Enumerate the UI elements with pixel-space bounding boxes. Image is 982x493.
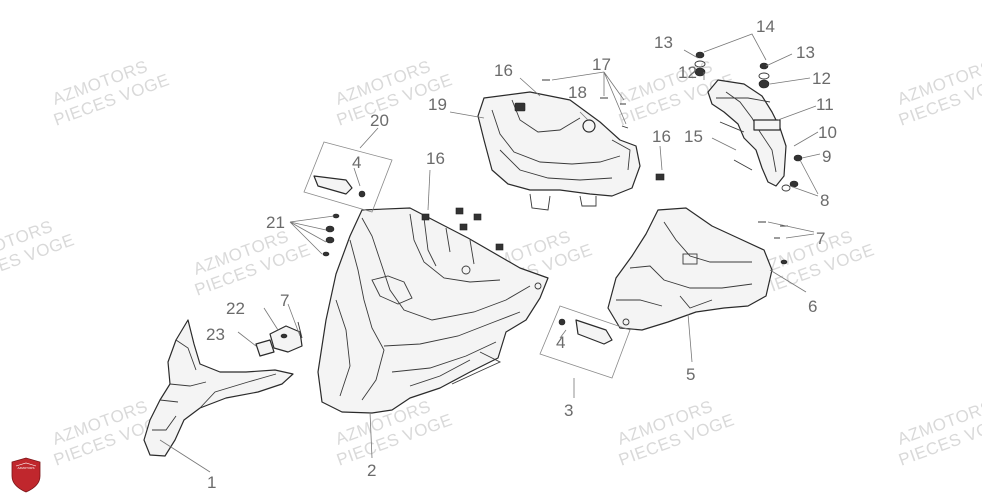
callout-8: 8 [820,191,829,210]
callout-21: 21 [266,213,285,232]
callout-16-left: 16 [426,149,445,168]
callout-5: 5 [686,365,695,384]
part-19-headlight [477,91,641,211]
callout-23: 23 [206,325,225,344]
callout-numbers: 1 2 3 4 4 5 6 7 7 8 9 10 11 12 12 13 13 … [206,17,837,492]
part-11-bracket [707,79,787,187]
callout-10: 10 [818,123,837,142]
callout-1: 1 [207,473,216,492]
callout-22: 22 [226,299,245,318]
callout-12-left: 12 [678,63,697,82]
logo-text: AZMOTORS [18,466,35,470]
callout-4-right: 4 [556,333,565,352]
logo-shield [11,457,41,493]
group-boxes [303,141,631,379]
callout-13-left: 13 [654,33,673,52]
callout-4-left: 4 [352,153,361,172]
callout-16-top: 16 [494,61,513,80]
callout-13-right: 13 [796,43,815,62]
callout-14: 14 [756,17,775,36]
callout-7-right: 7 [816,229,825,248]
callout-12-right: 12 [812,69,831,88]
leader-lines [159,33,821,473]
callout-17: 17 [592,55,611,74]
callout-20: 20 [370,111,389,130]
part-1-side-fairing [143,319,294,457]
callout-19: 19 [428,95,447,114]
hardware [255,51,803,357]
part-2-front-cowl [317,207,549,414]
azmotors-logo: AZMOTORS [11,457,41,493]
callout-6: 6 [808,297,817,316]
part-5-inner-panel [607,207,773,331]
callout-16-mid: 16 [652,127,671,146]
callout-15: 15 [684,127,703,146]
callout-9: 9 [822,147,831,166]
callout-3: 3 [564,401,573,420]
callout-18: 18 [568,83,587,102]
callout-7-left: 7 [280,291,289,310]
callout-2: 2 [367,461,376,480]
callout-11: 11 [816,95,834,114]
